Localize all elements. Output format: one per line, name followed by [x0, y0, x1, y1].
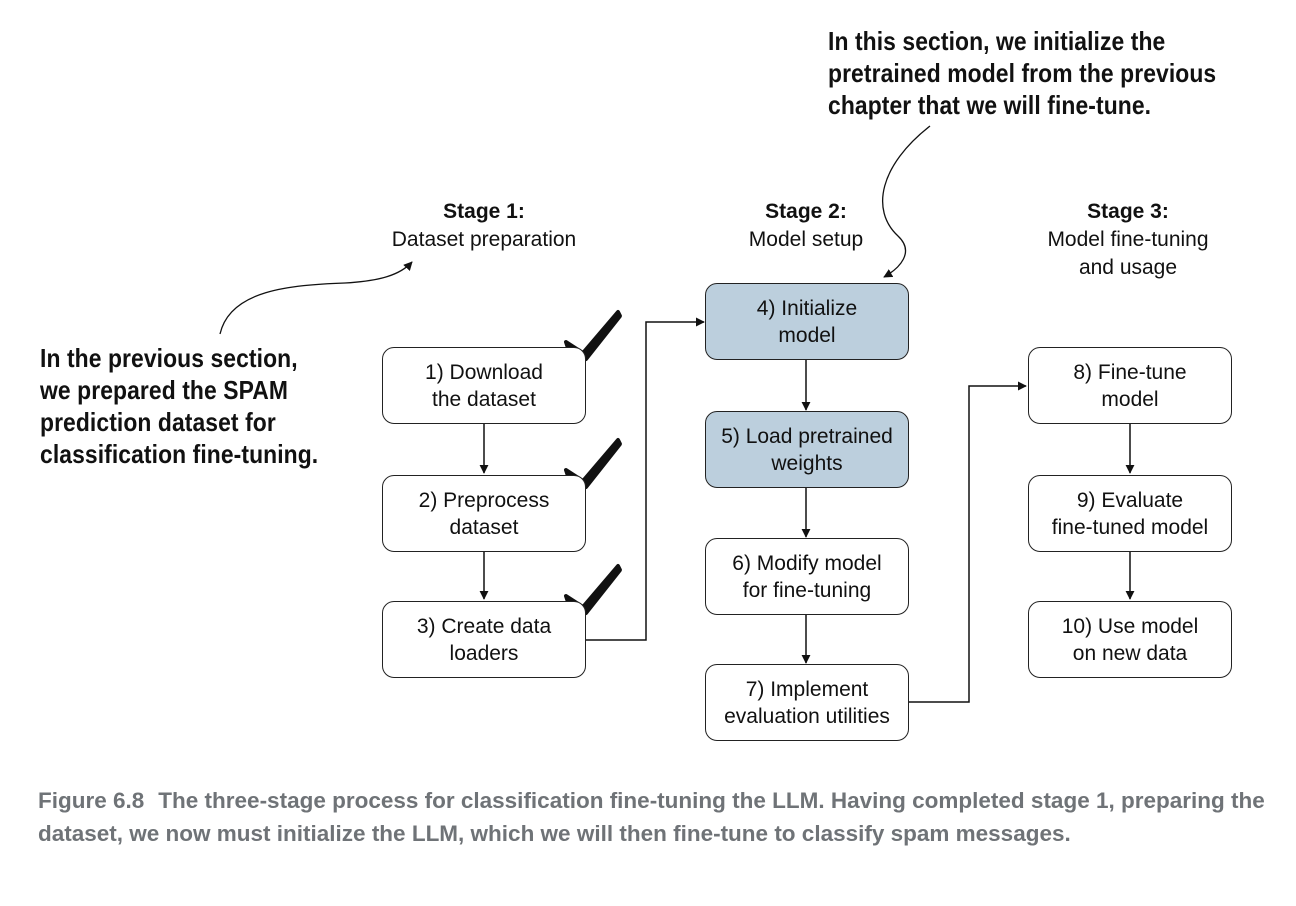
step-load-pretrained-weights: 5) Load pretrained weights: [705, 411, 909, 488]
step-modify-model: 6) Modify model for fine-tuning: [705, 538, 909, 615]
stage-subtitle: Dataset preparation: [391, 228, 577, 251]
caption-text: The three-stage process for classificati…: [38, 788, 1265, 846]
step-create-data-loaders: 3) Create data loaders: [382, 601, 586, 678]
stage-title: Stage 1:: [443, 200, 525, 223]
top-note-pointer: [882, 125, 931, 278]
stage-3-header: Stage 3: Model fine-tuning and usage: [1008, 198, 1248, 282]
stage-title: Stage 2:: [765, 200, 847, 223]
stage-subtitle: Model fine-tuning and usage: [1047, 228, 1209, 279]
figure-number: Figure 6.8: [38, 788, 145, 813]
arrow-7-to-8: [909, 381, 1027, 703]
left-note: In the previous section, we prepared the…: [40, 343, 319, 469]
top-note: In this section, we initialize the pretr…: [828, 26, 1217, 120]
stage-2-header: Stage 2: Model setup: [686, 198, 926, 254]
step-initialize-model: 4) Initialize model: [705, 283, 909, 360]
step-implement-evaluation: 7) Implement evaluation utilities: [705, 664, 909, 741]
arrow-3-to-4: [586, 317, 705, 641]
left-note-pointer: [219, 261, 413, 335]
stage-title: Stage 3:: [1087, 200, 1169, 223]
stage-1-header: Stage 1: Dataset preparation: [364, 198, 604, 254]
step-preprocess-dataset: 2) Preprocess dataset: [382, 475, 586, 552]
step-download-dataset: 1) Download the dataset: [382, 347, 586, 424]
stage-subtitle: Model setup: [748, 228, 864, 251]
step-fine-tune-model: 8) Fine-tune model: [1028, 347, 1232, 424]
step-evaluate-model: 9) Evaluate fine-tuned model: [1028, 475, 1232, 552]
step-use-model: 10) Use model on new data: [1028, 601, 1232, 678]
